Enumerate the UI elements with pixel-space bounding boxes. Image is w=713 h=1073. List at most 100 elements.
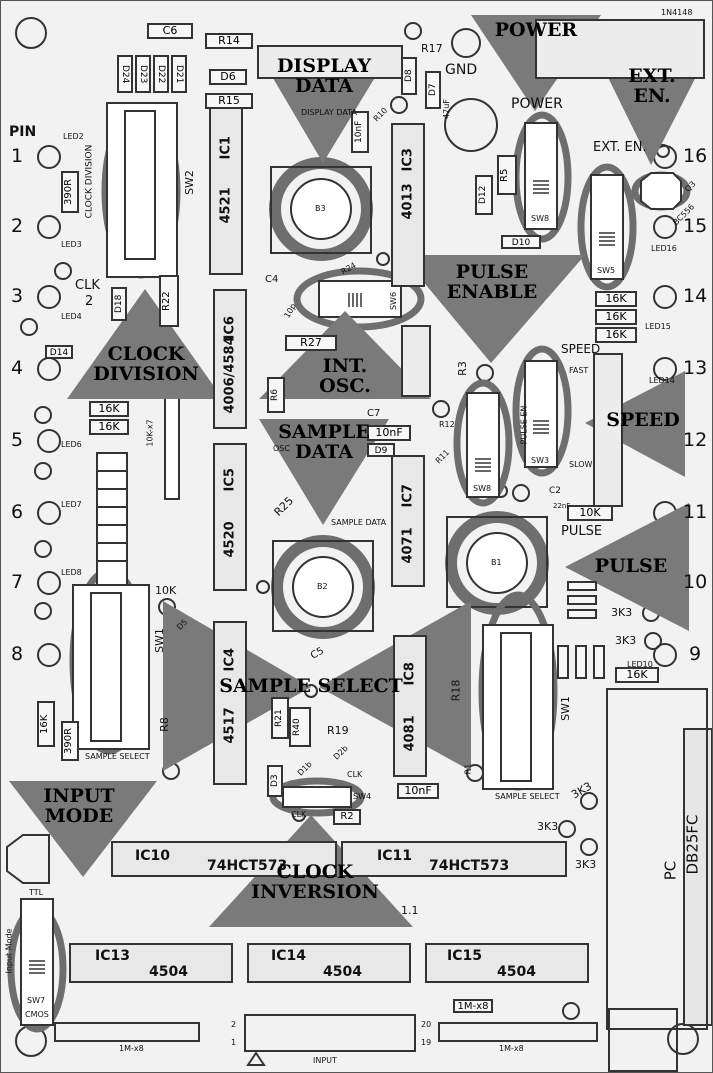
label-led8: LED8 (61, 568, 82, 577)
resistor-v3 (593, 645, 605, 679)
ic12-top (535, 19, 705, 79)
capacitor-10nf-bottom: 10nF (397, 783, 439, 799)
capacitor-10nf-mid: 10nF (367, 425, 411, 441)
label-led10: LED10 (627, 660, 653, 669)
callout-sample-select: SAMPLE SELECT (219, 675, 403, 697)
callout-pulse-enable: PULSE ENABLE (446, 261, 538, 303)
label-led7: LED7 (61, 500, 82, 509)
ic15-part: 4504 (497, 964, 536, 980)
label-sw6: SW6 (389, 291, 399, 311)
diode-d23: D23 (135, 55, 151, 93)
pin-12: 12 (683, 429, 708, 451)
label-r19: R19 (327, 724, 349, 737)
resistor-16k-2: 16K (595, 309, 637, 325)
label-speed: SPEED (561, 342, 601, 356)
ic8-part: 4081 (402, 715, 418, 752)
ic13-part: 4504 (149, 964, 188, 980)
resistor-r5: R5 (497, 155, 517, 195)
ic4-part: 4517 (222, 707, 238, 744)
ic13-label: IC13 (95, 948, 130, 964)
ic14-label: IC14 (271, 948, 306, 964)
pin-2: 2 (11, 215, 24, 237)
pin-6: 6 (11, 501, 24, 523)
resistor-16k-3: 16K (595, 327, 637, 343)
highlight-sw3 (512, 345, 572, 477)
ic6-part: 4006/4584 (222, 336, 238, 414)
label-sw2: SW2 (182, 170, 196, 195)
resistor-3k3-a (567, 581, 597, 591)
label-clk-top: CLK (347, 770, 363, 779)
pin-10: 10 (683, 571, 708, 593)
label-r3: R3 (455, 361, 469, 376)
ic11 (341, 841, 567, 877)
ic1-part: 4521 (218, 187, 234, 224)
label-3k3-e: 3K3 (575, 858, 597, 871)
label-sample-select-left: SAMPLE SELECT (85, 752, 150, 761)
resistor-v1 (557, 645, 569, 679)
label-sample-data: SAMPLE DATA (331, 518, 387, 527)
diode-d12: D12 (475, 175, 493, 215)
resistor-array-1m-right (438, 1022, 598, 1042)
label-3k3-b: 3K3 (615, 634, 637, 647)
callout-pulse: PULSE (594, 555, 668, 577)
pin-16: 16 (683, 145, 708, 167)
resistor-1m: 1M-x8 (453, 999, 493, 1013)
label-fast: FAST (569, 366, 589, 375)
callout-power: POWER (494, 19, 578, 41)
resistor-c6: C6 (147, 23, 193, 39)
ic11-label: IC11 (377, 848, 412, 864)
resistor-3k3-b (567, 595, 597, 605)
resistor-16k-5: 16K (89, 419, 129, 435)
buzzer-b3 (290, 178, 352, 240)
ic3-part: 4013 (400, 183, 416, 220)
switch-bodies (20, 102, 624, 1026)
resistor-array-10k (96, 380, 180, 586)
label-b3: B3 (315, 204, 326, 213)
label-sample-select-right: SAMPLE SELECT (495, 792, 560, 801)
label-led16: LED16 (651, 244, 677, 253)
resistor-390r-2: 390R (61, 721, 79, 761)
label-sw8-mid: SW8 (473, 484, 492, 493)
label-conn-1: 1 (231, 1038, 237, 1047)
transistor-q1 (6, 834, 50, 884)
label-r1: R1 (463, 763, 473, 775)
callout-ext-en: EXT. EN. (628, 65, 676, 107)
label-led14: LED14 (649, 376, 675, 385)
ic3-label: IC3 (400, 148, 416, 172)
mounting-hole (15, 17, 47, 49)
ic2 (401, 325, 431, 397)
label-r17: R17 (421, 42, 443, 55)
callout-int-osc: INT. OSC. (319, 355, 371, 397)
pin-7: 7 (11, 571, 24, 593)
highlight-sw5 (577, 163, 637, 291)
label-47uf: 47uF (441, 99, 451, 119)
resistor-r22: R22 (159, 275, 179, 327)
capacitor-10nf-top: 10nF (351, 111, 369, 153)
label-input: INPUT (313, 1056, 337, 1065)
label-gnd: GND (445, 62, 478, 78)
resistor-array-1m-left (54, 1022, 200, 1042)
ic7-part: 4071 (400, 527, 416, 564)
resistor-r14: R14 (205, 33, 253, 49)
label-1m-x8-left: 1M-x8 (119, 1044, 144, 1053)
resistor-3k3-c (567, 609, 597, 619)
buzzer-b3-ring (269, 157, 373, 261)
ic8 (393, 635, 427, 777)
pin-4: 4 (11, 357, 24, 379)
ic10 (111, 841, 337, 877)
resistor-r21: R21 (271, 697, 289, 739)
pin-3: 3 (11, 285, 24, 307)
label-r12: R12 (439, 420, 455, 429)
callout-sample-data: SAMPLE DATA (278, 421, 370, 463)
label-clk-sw4: CLK (291, 810, 307, 819)
led-column-left (37, 145, 61, 667)
label-22nf: 22nF (553, 502, 571, 510)
label-clk: CLK (75, 278, 100, 293)
callout-clock-division: CLOCK DIVISION (93, 343, 199, 385)
label-sw7: SW7 (27, 996, 46, 1005)
label-cmos: CMOS (25, 1010, 49, 1019)
diode-d8: D8 (401, 57, 417, 95)
db25-connector-body (606, 688, 708, 1030)
pin-13: 13 (683, 357, 708, 379)
ic15-label: IC15 (447, 948, 482, 964)
